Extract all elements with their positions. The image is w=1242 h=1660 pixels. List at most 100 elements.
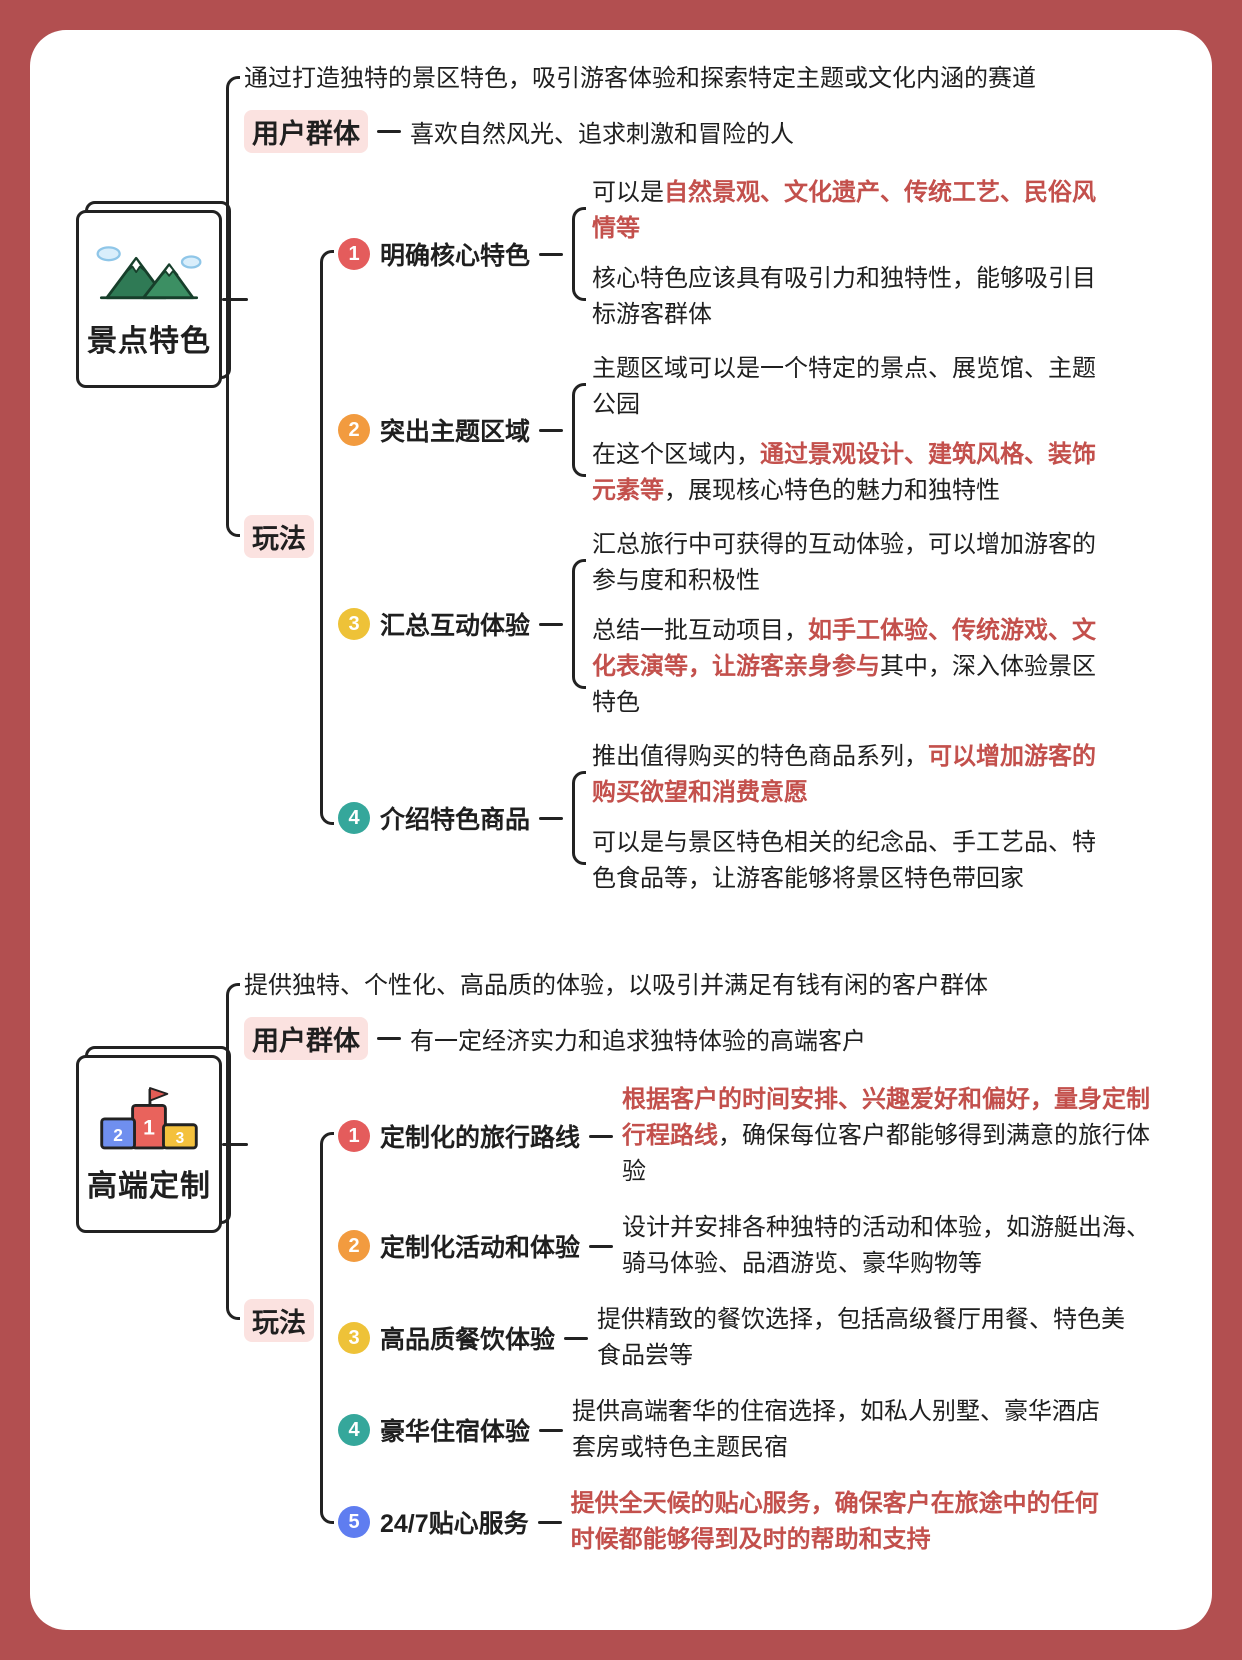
root-node-premium: 1 2 3 高端定制	[76, 1046, 248, 1233]
section-scenic-features: 景点特色 通过打造独特的景区特色，吸引游客体验和探索特定主题或文化内涵的赛道 用…	[50, 60, 1192, 897]
user-group-label: 用户群体	[244, 1017, 368, 1060]
dash-connector	[539, 252, 564, 256]
item-head: 3 汇总互动体验	[338, 606, 572, 642]
play-item-1: 1 明确核心特色 可以是自然景观、文化遗产、传统工艺、民俗风情等 核心特色应该具…	[338, 175, 1112, 333]
user-group-label: 用户群体	[244, 110, 368, 153]
play-item-2: 2 定制化活动和体验 设计并安排各种独特的活动和体验，如游艇出海、骑马体验、品酒…	[338, 1210, 1167, 1282]
description-text: 通过打造独特的景区特色，吸引游客体验和探索特定主题或文化内涵的赛道	[244, 65, 1036, 92]
item-title: 高品质餐饮体验	[380, 1326, 556, 1354]
text-segment-red: 可以增加游客的购买欲望和消费意愿	[592, 743, 1097, 806]
play-items: 1 定制化的旅行路线 根据客户的时间安排、兴趣爱好和偏好，量身定制行程路线，确保…	[334, 1082, 1167, 1558]
detail-text: 推出值得购买的特色商品系列，可以增加游客的购买欲望和消费意愿	[592, 739, 1112, 811]
section-description: 提供独特、个性化、高品质的体验，以吸引并满足有钱有闲的客户群体	[244, 967, 1192, 1005]
detail-text: 可以是自然景观、文化遗产、传统工艺、民俗风情等	[592, 175, 1112, 247]
dash-connector	[539, 622, 564, 626]
root-label: 高端定制	[87, 1170, 211, 1203]
item-number-badge: 1	[338, 1120, 370, 1152]
item-title: 明确核心特色	[380, 242, 531, 270]
dash-connector	[564, 1336, 589, 1340]
detail-text: 在这个区域内，通过景观设计、建筑风格、装饰元素等，展现核心特色的魅力和独特性	[592, 437, 1112, 509]
detail-text: 提供精致的餐饮选择，包括高级餐厅用餐、特色美食品尝等	[597, 1302, 1142, 1374]
detail-text: 提供全天候的贴心服务，确保客户在旅途中的任何时候都能够得到及时的帮助和支持	[571, 1486, 1116, 1558]
root-column: 景点特色	[50, 60, 248, 897]
bracket-connector	[572, 559, 587, 689]
bracket-connector	[226, 983, 240, 1320]
mountain-icon	[96, 246, 202, 300]
item-number-badge: 4	[338, 802, 370, 834]
dash-connector	[589, 1244, 614, 1248]
svg-text:2: 2	[113, 1125, 123, 1145]
detail-text: 根据客户的时间安排、兴趣爱好和偏好，量身定制行程路线，确保每位客户都能够得到满意…	[622, 1082, 1167, 1190]
user-group-text: 喜欢自然风光、追求刺激和冒险的人	[410, 121, 794, 148]
item-title: 介绍特色商品	[380, 806, 531, 834]
dash-connector	[537, 1520, 562, 1524]
text-segment: 可以是与景区特色相关的纪念品、手工艺品、特色食品等，让游客能够将景区特色带回家	[592, 829, 1097, 892]
play-label: 玩法	[244, 1298, 314, 1342]
item-head: 2 定制化活动和体验	[338, 1228, 622, 1264]
text-segment-red: 如手工体验、传统游戏、文化表演等，让游客亲身参与	[592, 617, 1097, 680]
bracket-connector	[572, 383, 587, 477]
item-details: 汇总旅行中可获得的互动体验，可以增加游客的参与度和积极性 总结一批互动项目，如手…	[586, 527, 1112, 721]
svg-text:1: 1	[143, 1116, 155, 1139]
text-segment: 主题区域可以是一个特定的景点、展览馆、主题公园	[592, 355, 1097, 418]
text-segment: 总结一批互动项目，	[592, 617, 809, 644]
detail-text: 提供高端奢华的住宿选择，如私人别墅、豪华酒店套房或特色主题民宿	[572, 1394, 1117, 1466]
text-segment-red: 提供全天候的贴心服务，确保客户在旅途中的任何时候都能够得到及时的帮助和支持	[570, 1490, 1099, 1553]
item-number-badge: 2	[338, 1230, 370, 1262]
section-premium-custom: 1 2 3 高端定制 提供独特、个性化、高品质的体验，以吸引并满足有钱有闲的客户…	[50, 967, 1192, 1558]
text-segment: 其中，深入体验景区特色	[592, 653, 1097, 716]
text-segment: ，展现核心特色的魅力和独特性	[664, 477, 1001, 504]
user-group-text: 有一定经济实力和追求独特体验的高端客户	[410, 1028, 866, 1055]
play-item-3: 3 汇总互动体验 汇总旅行中可获得的互动体验，可以增加游客的参与度和积极性 总结…	[338, 527, 1112, 721]
bracket-connector	[320, 1132, 334, 1524]
dash-connector	[377, 130, 401, 133]
text-segment: 推出值得购买的特色商品系列，	[592, 743, 929, 770]
text-segment: 可以是	[592, 179, 665, 206]
item-title: 定制化活动和体验	[380, 1234, 581, 1262]
item-title: 定制化的旅行路线	[380, 1124, 581, 1152]
detail-text: 可以是与景区特色相关的纪念品、手工艺品、特色食品等，让游客能够将景区特色带回家	[592, 825, 1112, 897]
item-head: 4 介绍特色商品	[338, 800, 572, 836]
mindmap-canvas: 景点特色 通过打造独特的景区特色，吸引游客体验和探索特定主题或文化内涵的赛道 用…	[30, 30, 1212, 1630]
svg-text:3: 3	[176, 1130, 185, 1147]
item-head: 2 突出主题区域	[338, 412, 572, 448]
play-branch: 玩法 1 明确核心特色 可以是自然景观、文化遗产、传统工艺、民俗风情等	[244, 175, 1192, 897]
podium-icon: 1 2 3	[100, 1087, 198, 1150]
section-branches: 通过打造独特的景区特色，吸引游客体验和探索特定主题或文化内涵的赛道 用户群体 喜…	[240, 60, 1192, 897]
item-title: 突出主题区域	[380, 418, 531, 446]
play-branch: 玩法 1 定制化的旅行路线 根据客户的时间安排、兴趣爱好和偏好，量身定制行程路线…	[244, 1082, 1192, 1558]
text-segment: 提供精致的餐饮选择，包括高级餐厅用餐、特色美食品尝等	[597, 1306, 1126, 1369]
root-node-scenic: 景点特色	[76, 201, 248, 388]
dash-connector	[539, 428, 564, 432]
root-card: 1 2 3 高端定制	[76, 1055, 222, 1233]
text-segment: 核心特色应该具有吸引力和独特性，能够吸引目标游客群体	[592, 265, 1097, 328]
item-head: 1 定制化的旅行路线	[338, 1118, 622, 1154]
text-segment-red: 自然景观、文化遗产、传统工艺、民俗风情等	[592, 179, 1097, 242]
text-segment: 提供高端奢华的住宿选择，如私人别墅、豪华酒店套房或特色主题民宿	[572, 1398, 1101, 1461]
item-head: 1 明确核心特色	[338, 236, 572, 272]
section-description: 通过打造独特的景区特色，吸引游客体验和探索特定主题或文化内涵的赛道	[244, 60, 1192, 98]
item-number-badge: 3	[338, 1322, 370, 1354]
play-item-1: 1 定制化的旅行路线 根据客户的时间安排、兴趣爱好和偏好，量身定制行程路线，确保…	[338, 1082, 1167, 1190]
bracket-connector	[226, 76, 240, 537]
bracket-connector	[572, 207, 587, 301]
item-head: 3 高品质餐饮体验	[338, 1320, 597, 1356]
item-title: 汇总互动体验	[380, 612, 531, 640]
play-item-3: 3 高品质餐饮体验 提供精致的餐饮选择，包括高级餐厅用餐、特色美食品尝等	[338, 1302, 1167, 1374]
dash-connector	[377, 1037, 401, 1040]
item-number-badge: 4	[338, 1414, 370, 1446]
dash-connector	[539, 1428, 564, 1432]
item-number-badge: 2	[338, 414, 370, 446]
item-details: 主题区域可以是一个特定的景点、展览馆、主题公园 在这个区域内，通过景观设计、建筑…	[586, 351, 1112, 509]
root-column: 1 2 3 高端定制	[50, 967, 248, 1558]
play-items: 1 明确核心特色 可以是自然景观、文化遗产、传统工艺、民俗风情等 核心特色应该具…	[334, 175, 1112, 897]
text-segment: 汇总旅行中可获得的互动体验，可以增加游客的参与度和积极性	[592, 531, 1097, 594]
item-title: 24/7贴心服务	[380, 1510, 529, 1538]
detail-text: 设计并安排各种独特的活动和体验，如游艇出海、骑马体验、品酒游览、豪华购物等	[622, 1210, 1167, 1282]
bracket-connector	[572, 771, 587, 865]
play-label: 玩法	[244, 514, 314, 558]
detail-text: 核心特色应该具有吸引力和独特性，能够吸引目标游客群体	[592, 261, 1112, 333]
play-item-5: 5 24/7贴心服务 提供全天候的贴心服务，确保客户在旅途中的任何时候都能够得到…	[338, 1486, 1167, 1558]
play-item-2: 2 突出主题区域 主题区域可以是一个特定的景点、展览馆、主题公园 在这个区域内，…	[338, 351, 1112, 509]
